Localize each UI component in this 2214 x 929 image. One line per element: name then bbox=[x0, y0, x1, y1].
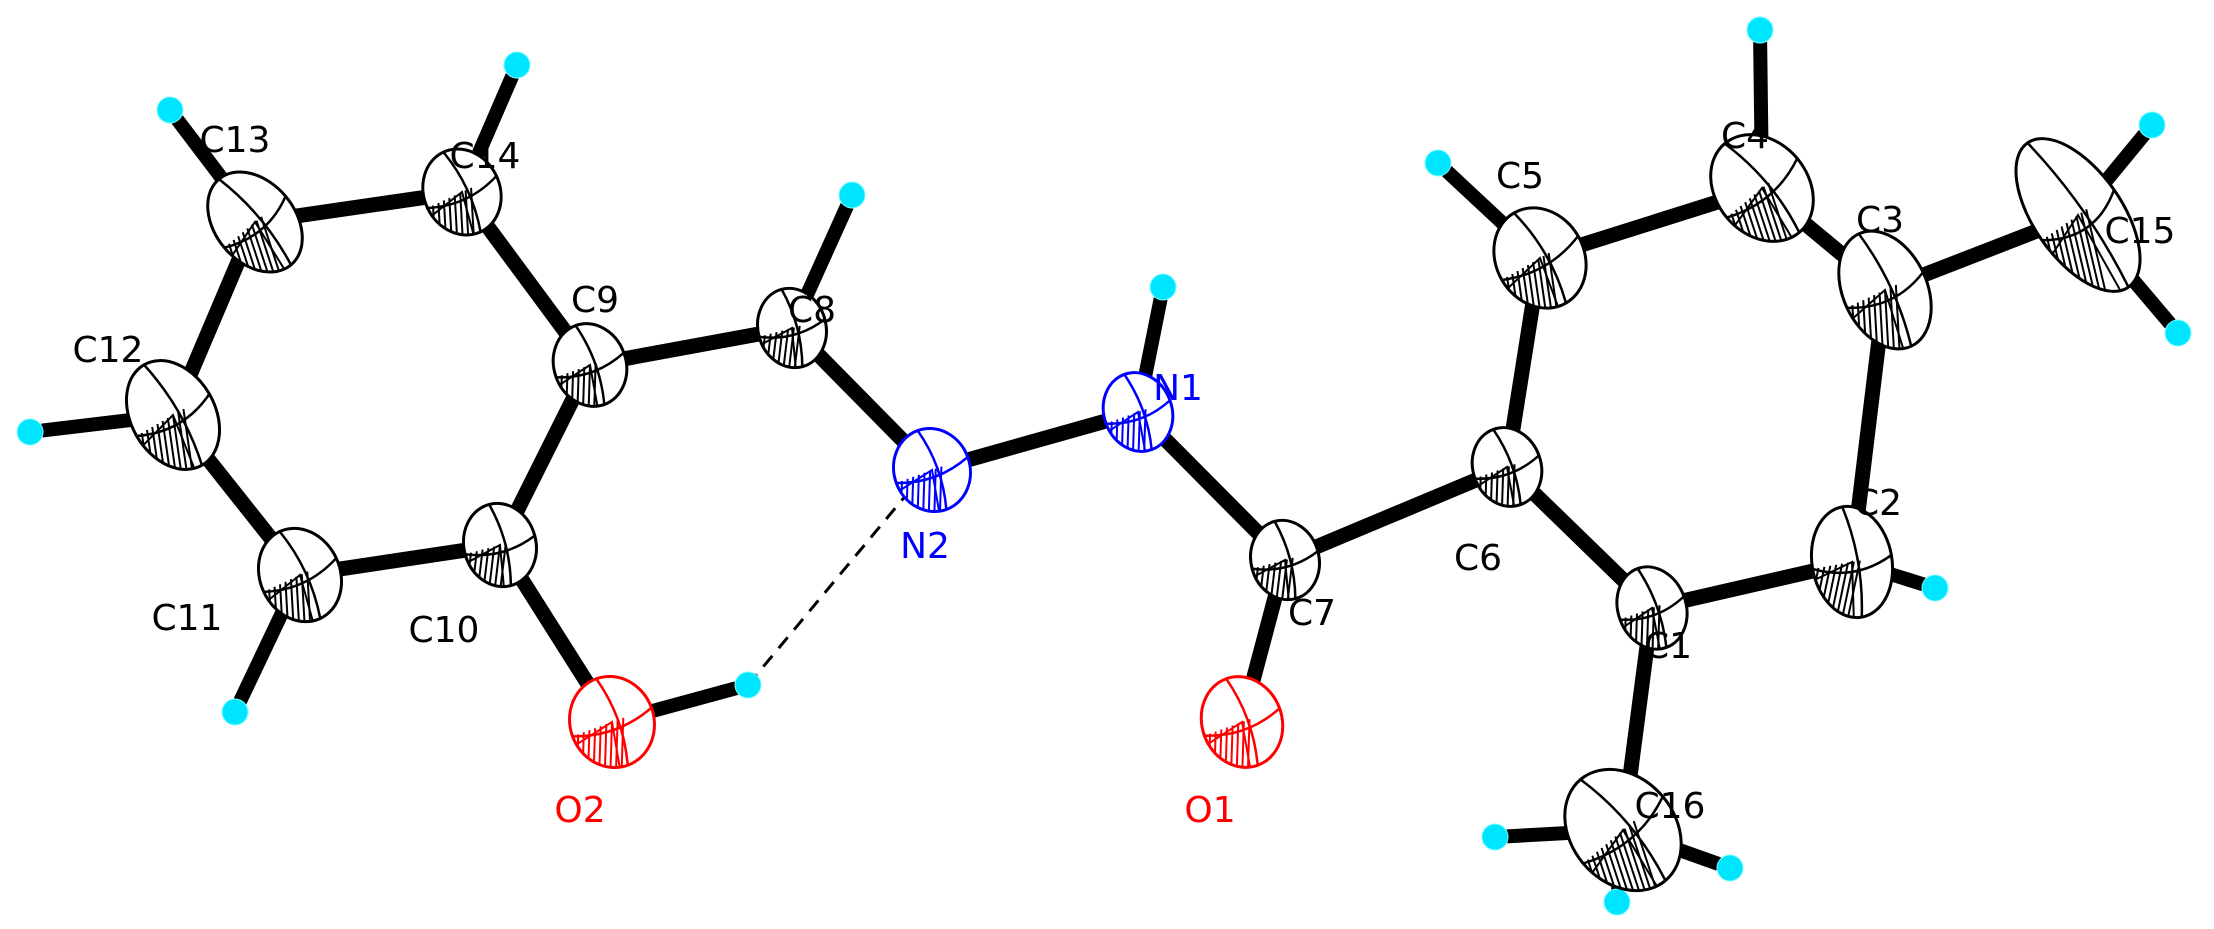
atom-label-c7: C7 bbox=[1288, 593, 1336, 634]
hydrogen-atom bbox=[838, 181, 866, 209]
atom-n1 bbox=[1101, 371, 1175, 462]
atom-c10 bbox=[458, 501, 538, 595]
hydrogen-atom bbox=[2138, 111, 2166, 139]
atom-c1 bbox=[1615, 565, 1689, 660]
atom-c11 bbox=[256, 526, 344, 636]
bond-C6-C7 bbox=[1282, 460, 1510, 567]
hydrogen-bond-layer bbox=[746, 487, 914, 686]
atom-label-c8: C8 bbox=[788, 290, 836, 331]
atom-n2 bbox=[892, 426, 972, 523]
atom-label-o2: O2 bbox=[554, 790, 605, 831]
atom-label-n2: N2 bbox=[900, 526, 950, 567]
atom-label-c2: C2 bbox=[1854, 483, 1902, 524]
atom-label-c6: C6 bbox=[1454, 538, 1502, 579]
atom-c2 bbox=[1802, 504, 1895, 625]
hydrogen-atom bbox=[1921, 574, 1949, 602]
atom-o2 bbox=[568, 674, 656, 780]
hydrogen-atom bbox=[2164, 319, 2192, 347]
atom-o1 bbox=[1199, 675, 1285, 779]
atom-label-c10: C10 bbox=[409, 610, 480, 651]
hydrogen-atom bbox=[1149, 273, 1177, 301]
atom-label-c14: C14 bbox=[450, 136, 521, 177]
atom-label-o1: O1 bbox=[1184, 790, 1235, 831]
atom-label-c15: C15 bbox=[2105, 211, 2176, 252]
hydrogen-atom bbox=[1424, 149, 1452, 177]
hydrogen-atom bbox=[734, 671, 762, 699]
atom-c14 bbox=[421, 147, 503, 248]
hydrogen-atom bbox=[1716, 854, 1744, 882]
atom-label-c9: C9 bbox=[571, 280, 619, 321]
bond-layer bbox=[166, 180, 2081, 831]
hydrogen-atom bbox=[1603, 888, 1631, 916]
atom-label-c12: C12 bbox=[73, 330, 144, 371]
atom-label-c4: C4 bbox=[1721, 116, 1769, 157]
atom-label-c11: C11 bbox=[152, 598, 223, 639]
atom-c9 bbox=[551, 322, 629, 417]
atom-label-c3: C3 bbox=[1856, 200, 1904, 241]
hydrogen-atom bbox=[16, 418, 44, 446]
atom-c15 bbox=[2014, 137, 2142, 313]
hydrogen-atom bbox=[503, 51, 531, 79]
hydrogen-atom bbox=[1746, 16, 1774, 44]
hydrogen-bond-O2-N2 bbox=[746, 487, 914, 686]
hydrogen-atom bbox=[156, 96, 184, 124]
atom-label-n1: N1 bbox=[1153, 368, 1203, 409]
atom-label-c16: C16 bbox=[1635, 786, 1706, 827]
atom-label-c1: C1 bbox=[1644, 626, 1692, 667]
atom-c13 bbox=[206, 170, 304, 291]
atom-c8 bbox=[753, 286, 828, 376]
atom-label-c13: C13 bbox=[200, 120, 271, 161]
hydrogen-atom bbox=[1481, 823, 1509, 851]
hydrogen-atom bbox=[221, 698, 249, 726]
atom-layer bbox=[124, 133, 2142, 914]
atom-label-c5: C5 bbox=[1496, 156, 1544, 197]
